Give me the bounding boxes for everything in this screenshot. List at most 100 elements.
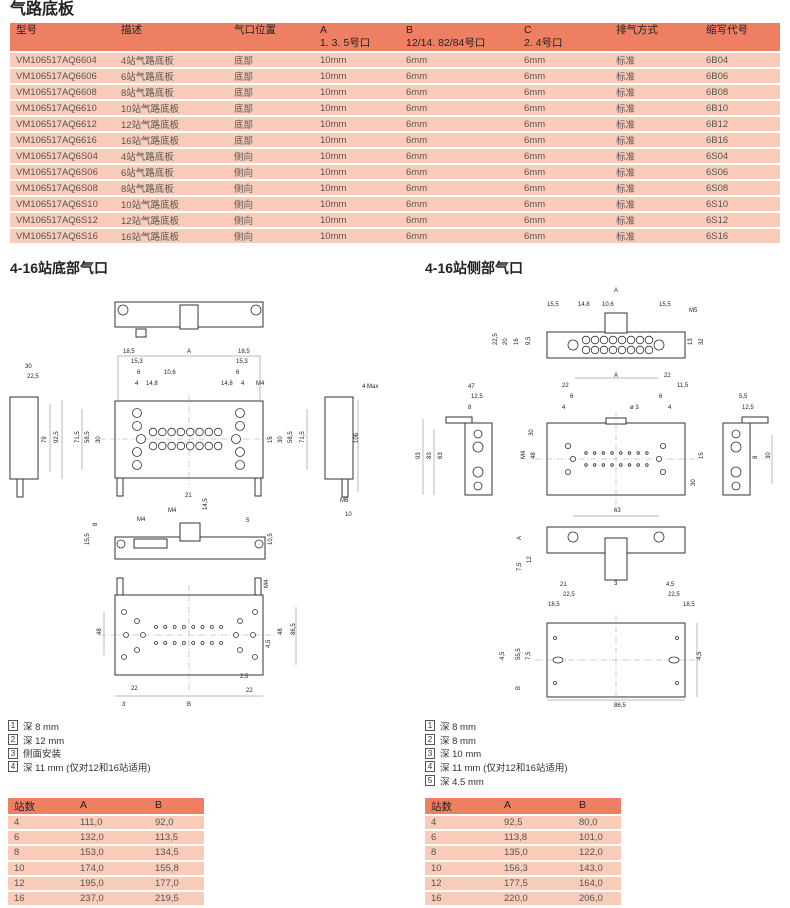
table-cell: VM106517AQ6612 bbox=[10, 117, 115, 131]
hole-icon bbox=[172, 625, 177, 629]
dimension-label: A bbox=[614, 373, 618, 379]
table-cell: 标准 bbox=[610, 117, 700, 131]
legend-text: 深 10 mm bbox=[440, 749, 482, 761]
hole-icon bbox=[154, 625, 158, 629]
table-cell: 92,0 bbox=[149, 816, 204, 830]
port-icon bbox=[132, 447, 142, 457]
table-cell: 底部 bbox=[228, 69, 314, 83]
dimension-label: 30 bbox=[691, 479, 697, 486]
table-cell: 6mm bbox=[400, 197, 518, 211]
dimension-label: 15 bbox=[699, 452, 705, 459]
port-icon bbox=[581, 335, 591, 345]
dimension-label: 22 bbox=[131, 686, 138, 692]
port-icon bbox=[132, 408, 142, 418]
table-cell: 侧向 bbox=[228, 213, 314, 227]
hole-icon bbox=[565, 468, 572, 475]
dimension-label: 7,5 bbox=[517, 562, 523, 571]
legend-text: 深 8 mm bbox=[440, 721, 476, 733]
hole-icon bbox=[181, 625, 186, 629]
dimension-label: 15,5 bbox=[547, 302, 559, 308]
dimension-label: 55,5 bbox=[516, 648, 522, 660]
hole-icon bbox=[252, 609, 258, 615]
table-cell: 6B04 bbox=[700, 53, 780, 67]
dimension-label: 10 bbox=[345, 512, 352, 518]
table-cell: 6mm bbox=[518, 149, 610, 163]
dimension-label: 5 bbox=[246, 518, 250, 524]
dimension-label: 86,5 bbox=[614, 703, 626, 709]
table-cell: 6mm bbox=[400, 85, 518, 99]
legend-number: 5 bbox=[425, 775, 435, 787]
hole-icon bbox=[610, 451, 614, 455]
dimension-label: M6 bbox=[340, 498, 349, 504]
table-cell: 10mm bbox=[314, 85, 400, 99]
dimension-label: 18,5 bbox=[548, 602, 560, 608]
port-icon bbox=[213, 427, 223, 437]
hole-icon bbox=[636, 463, 640, 467]
dimension-label: 71,5 bbox=[75, 431, 81, 443]
hole-icon bbox=[237, 618, 243, 624]
dimension-label: 6 bbox=[137, 370, 141, 376]
table-cell: 6mm bbox=[518, 85, 610, 99]
dimension-label: 83 bbox=[427, 452, 433, 459]
legend-number: 1 bbox=[8, 720, 18, 732]
table-cell: 10mm bbox=[314, 213, 400, 227]
dimension-label: 14,8 bbox=[221, 381, 233, 387]
dimension-label: 22,5 bbox=[668, 592, 680, 598]
hole-icon bbox=[200, 641, 205, 645]
section-title-bottom-ports: 4-16站底部气口 bbox=[10, 260, 109, 276]
dimension-label: 4 Max bbox=[362, 384, 378, 390]
table-cell: 4 bbox=[425, 816, 498, 830]
dimension-label: 15,3 bbox=[236, 359, 248, 365]
dimension-label: 5,5 bbox=[739, 394, 748, 400]
dimension-label: 2,5 bbox=[240, 674, 249, 680]
dimension-label: 15,5 bbox=[659, 302, 671, 308]
table-cell: 101,0 bbox=[573, 831, 621, 845]
header-sublabel: 1. 3. 5号口 bbox=[320, 37, 371, 49]
hole-icon bbox=[209, 641, 214, 645]
hole-icon bbox=[627, 463, 632, 467]
table-cell: 16 bbox=[425, 891, 498, 906]
table-cell: 111,0 bbox=[74, 816, 149, 830]
dimension-label: 58,5 bbox=[85, 431, 91, 443]
dimension-label: 4,5 bbox=[666, 582, 675, 588]
table-cell: 10 bbox=[425, 861, 498, 875]
dimension-label: 12,5 bbox=[742, 405, 754, 411]
table-cell: 标准 bbox=[610, 101, 700, 115]
hole-icon bbox=[134, 647, 140, 653]
table-cell: 153,0 bbox=[74, 846, 149, 860]
table-cell: 6站气路底板 bbox=[115, 165, 228, 179]
dimension-label: 18,5 bbox=[238, 349, 250, 355]
table-cell: 6mm bbox=[400, 133, 518, 147]
dimension-label: 48 bbox=[531, 452, 537, 459]
header-label: 排气方式 bbox=[616, 24, 658, 36]
dimension-label: M4 bbox=[256, 381, 265, 387]
hole-icon bbox=[252, 654, 258, 660]
table-cell: 6mm bbox=[518, 165, 610, 179]
table-cell: 10mm bbox=[314, 53, 400, 67]
port-icon bbox=[132, 421, 142, 431]
hole-icon bbox=[660, 468, 667, 475]
dimension-label: 18,5 bbox=[123, 349, 135, 355]
table-cell: 8站气路底板 bbox=[115, 85, 228, 99]
header-label: C bbox=[524, 24, 532, 36]
dimension-label: 30 bbox=[96, 436, 102, 443]
dimension-label: 22 bbox=[664, 373, 671, 379]
port-icon bbox=[235, 447, 245, 457]
table-cell: 12站气路底板 bbox=[115, 213, 228, 227]
table-cell: 6mm bbox=[518, 229, 610, 243]
dimension-label: 6 bbox=[570, 394, 574, 400]
